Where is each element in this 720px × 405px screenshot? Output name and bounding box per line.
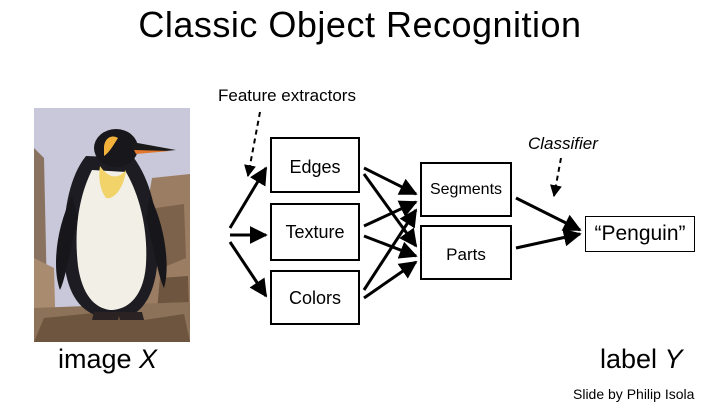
output-caption-text: label — [600, 344, 665, 374]
mid-label-segments: Segments — [429, 181, 503, 198]
feature-box-texture: Texture — [270, 203, 360, 261]
arrow-colors-segments — [362, 208, 418, 291]
slide-title: Classic Object Recognition — [138, 4, 582, 45]
output-caption: label Y — [600, 344, 683, 375]
mid-box-parts: Parts — [420, 225, 512, 280]
arrow-to-edges — [228, 166, 268, 229]
arrow-segments-output — [515, 196, 582, 232]
output-caption-var: Y — [664, 344, 683, 374]
arrow-edges-segments — [363, 166, 418, 196]
feature-box-edges: Edges — [270, 137, 360, 193]
arrow-parts-output — [515, 228, 582, 250]
arrow-texture-parts — [363, 234, 418, 259]
feature-box-colors: Colors — [270, 270, 360, 325]
arrow-to-colors — [228, 241, 268, 298]
feature-label-colors: Colors — [288, 288, 341, 308]
input-caption: image X — [58, 344, 157, 375]
output-label-box: “Penguin” — [585, 216, 695, 252]
output-label-text: “Penguin” — [594, 222, 686, 245]
penguin-photo — [34, 108, 190, 342]
feature-label-edges: Edges — [289, 157, 341, 177]
feature-extractor-pointer — [244, 111, 261, 178]
arrow-colors-parts — [363, 260, 418, 300]
slide-credit: Slide by Philip Isola — [573, 386, 695, 402]
arrow-edges-parts — [362, 173, 418, 248]
feature-extractors-label: Feature extractors — [218, 86, 356, 105]
input-caption-var: X — [139, 344, 158, 374]
classifier-pointer — [550, 157, 562, 198]
mid-box-segments: Segments — [420, 162, 512, 217]
input-caption-text: image — [58, 344, 140, 374]
arrow-texture-segments — [363, 200, 418, 228]
mid-label-parts: Parts — [446, 245, 486, 264]
feature-label-texture: Texture — [285, 221, 345, 242]
classifier-label: Classifier — [528, 134, 598, 153]
